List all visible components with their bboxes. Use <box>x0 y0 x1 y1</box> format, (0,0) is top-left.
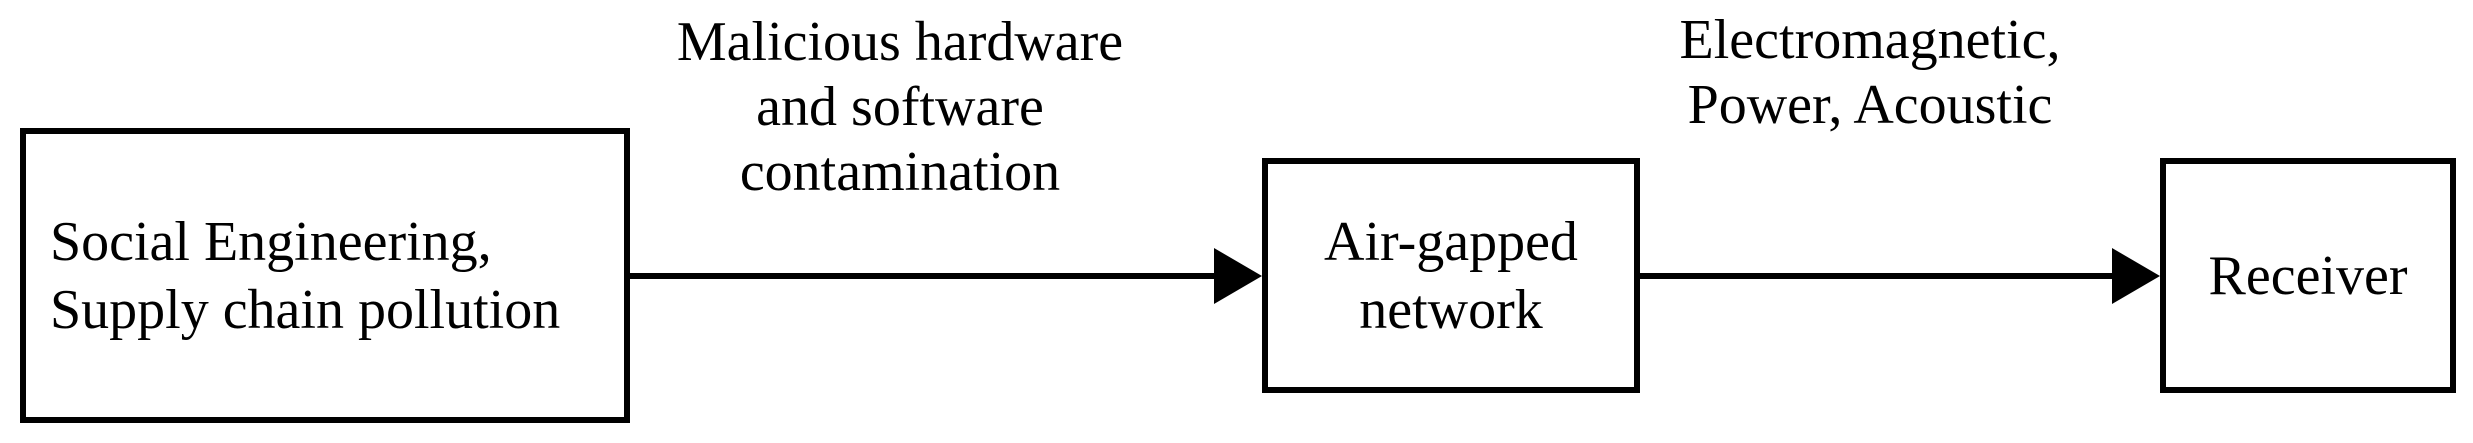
infection-label-line-2: and software <box>756 76 1044 138</box>
exfiltration-label-line-1: Electromagnetic, <box>1679 9 2061 71</box>
infection-label-line-3: contamination <box>739 141 1061 203</box>
source-node-box: Social Engineering, Supply chain polluti… <box>20 128 630 423</box>
air-gapped-network-box: Air-gapped network <box>1262 158 1640 393</box>
network-node-line-1: Air-gapped <box>1324 210 1578 273</box>
arrowhead-icon <box>2112 248 2160 304</box>
exfiltration-edge-label: Electromagnetic, Power, Acoustic <box>1610 8 2130 138</box>
infection-label-line-1: Malicious hardware <box>676 11 1124 73</box>
source-node-line-1: Social Engineering, <box>50 210 492 273</box>
receiver-node-label: Receiver <box>2208 244 2408 307</box>
receiver-box: Receiver <box>2160 158 2456 393</box>
network-node-line-2: network <box>1359 278 1543 341</box>
arrow-network-to-receiver <box>1640 248 2160 304</box>
arrow-source-to-network <box>630 248 1262 304</box>
exfiltration-label-line-2: Power, Acoustic <box>1687 74 2053 136</box>
source-node-line-2: Supply chain pollution <box>50 278 561 341</box>
arrowhead-icon <box>1214 248 1262 304</box>
infection-edge-label: Malicious hardware and software contamin… <box>620 10 1180 205</box>
